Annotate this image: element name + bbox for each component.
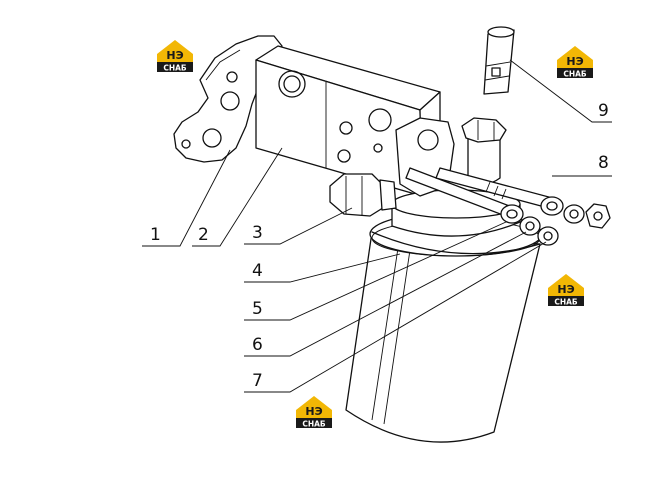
mounting-studs	[405, 167, 561, 221]
callout-6: 6	[252, 335, 263, 355]
callout-8: 8	[598, 153, 609, 173]
watermark-logo: НЭ СНАБ	[557, 46, 593, 79]
watermark-mark: НЭ	[305, 405, 322, 418]
callout-9: 9	[598, 101, 609, 121]
watermark-caption: СНАБ	[554, 298, 578, 307]
watermark-mark: НЭ	[557, 283, 574, 296]
callout-2: 2	[198, 225, 209, 245]
drain-plug	[329, 173, 397, 217]
watermark-caption: СНАБ	[302, 420, 326, 429]
sensor-fitting	[483, 26, 515, 95]
watermark-mark: НЭ	[166, 49, 183, 62]
leader-lines	[142, 59, 612, 393]
callout-labels: 1 2 3 4 5 6 7 8 9	[150, 101, 609, 391]
watermark-caption: СНАБ	[163, 64, 187, 73]
watermark-mark: НЭ	[566, 55, 583, 68]
callout-3: 3	[252, 223, 263, 243]
callout-1: 1	[150, 225, 161, 245]
watermark-caption: СНАБ	[563, 70, 587, 79]
callout-4: 4	[252, 261, 263, 281]
watermark-logo: НЭ СНАБ	[296, 396, 332, 429]
filter-canister	[345, 189, 543, 443]
callout-5: 5	[252, 299, 263, 319]
mounting-bracket	[173, 35, 283, 163]
watermark-logo: НЭ СНАБ	[157, 40, 193, 73]
watermark-logo: НЭ СНАБ	[548, 274, 584, 307]
washer-stack	[500, 196, 611, 246]
callout-7: 7	[252, 371, 263, 391]
